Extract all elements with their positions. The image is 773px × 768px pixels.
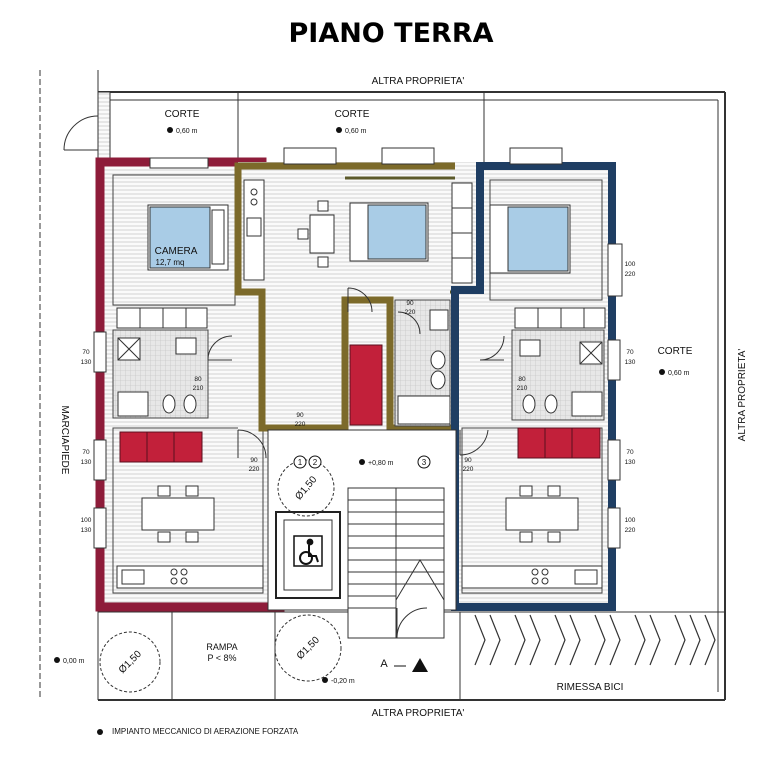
wardrobes (116, 182, 606, 329)
door-swings (63, 115, 505, 639)
label-altra-top: ALTRA PROPRIETA' (372, 76, 465, 87)
label-rampa: RAMPA (206, 642, 237, 652)
level-sidewalk: 0,00 m (63, 658, 85, 665)
dining-table-unit3 (505, 485, 579, 543)
level-corte-1: 0,60 m (176, 128, 198, 135)
page-title: PIANO TERRA (288, 18, 493, 49)
label-altra-bottom: ALTRA PROPRIETA' (372, 708, 465, 719)
dim-d6-bottom: 220 (405, 309, 416, 316)
dim-d1-bottom: 220 (249, 466, 260, 473)
label-corte-2: CORTE (335, 109, 370, 120)
bed-unit2 (349, 202, 429, 262)
dim-w1-bottom: 130 (81, 359, 92, 366)
dim-w5-top: 70 (626, 449, 634, 456)
dim-d6-top: 90 (406, 300, 414, 307)
dim-w3-top: 100 (81, 517, 92, 524)
level-marker-icons (54, 127, 665, 735)
section-arrow-icon (412, 658, 428, 672)
opening-dimensions: 70 130 70 130 100 130 70 130 70 130 100 … (81, 261, 636, 534)
label-rampa-slope: P < 8% (207, 653, 236, 663)
dining-table-unit1 (141, 485, 215, 543)
dim-d3-bottom: 210 (193, 385, 204, 392)
turning-circle-label-3: Ø1,50 (117, 649, 144, 676)
legend-text: IMPIANTO MECCANICO DI AERAZIONE FORZATA (112, 727, 299, 736)
kitchen-unit2 (243, 179, 265, 281)
windows (93, 147, 623, 549)
dim-w7-top: 100 (625, 261, 636, 268)
kitchen-unit1 (116, 565, 264, 589)
dim-w2-top: 70 (82, 449, 90, 456)
unit-number-3: 3 (422, 458, 427, 467)
unit-number-badges (293, 455, 431, 469)
unit-number-1: 1 (298, 458, 303, 467)
label-rimessa-bici: RIMESSA BICI (557, 682, 624, 693)
bathroom-fixtures (117, 309, 603, 425)
dim-w6-bottom: 220 (625, 527, 636, 534)
label-corte-3: CORTE (658, 346, 693, 357)
bike-rack (474, 614, 716, 666)
dim-w7-bottom: 220 (625, 271, 636, 278)
dim-d2-bottom: 220 (463, 466, 474, 473)
dim-d5-top: 90 (296, 412, 304, 419)
label-section-a: A (380, 658, 388, 670)
sofa-unit2 (349, 344, 383, 426)
label-altra-right: ALTRA PROPRIETA' (737, 349, 748, 442)
level-corte-2: 0,60 m (345, 128, 367, 135)
level-ramp-bottom: -0,20 m (331, 678, 355, 685)
dining-table-unit2 (297, 200, 335, 268)
label-camera-area: 12,7 mq (156, 258, 185, 267)
label-camera: CAMERA (155, 246, 198, 257)
dim-w3-bottom: 130 (81, 527, 92, 534)
sofa-unit3 (517, 427, 601, 459)
dim-w2-bottom: 130 (81, 459, 92, 466)
sofa-unit1 (119, 431, 203, 463)
kitchen-unit3 (461, 565, 603, 589)
dim-d5-bottom: 220 (295, 421, 306, 428)
dim-d2-top: 90 (464, 457, 472, 464)
bed-unit1 (147, 204, 229, 271)
label-corte-1: CORTE (165, 109, 200, 120)
label-marciapiede: MARCIAPIEDE (59, 406, 70, 475)
dim-d4-top: 80 (518, 376, 526, 383)
wheelchair-icon (293, 535, 323, 567)
dim-d4-bottom: 210 (517, 385, 528, 392)
dim-d3-top: 80 (194, 376, 202, 383)
turning-circle-label-2: Ø1,50 (295, 635, 322, 662)
site-boundary (39, 70, 726, 701)
bed-unit3 (489, 204, 571, 274)
dim-d1-top: 90 (250, 457, 258, 464)
dim-w6-top: 100 (625, 517, 636, 524)
level-corte-right: 0,60 m (668, 370, 690, 377)
dim-w5-bottom: 130 (625, 459, 636, 466)
dim-w1-top: 70 (82, 349, 90, 356)
level-entrance: +0,80 m (368, 460, 394, 467)
dim-w4-top: 70 (626, 349, 634, 356)
unit-number-2: 2 (313, 458, 318, 467)
dim-w4-bottom: 130 (625, 359, 636, 366)
